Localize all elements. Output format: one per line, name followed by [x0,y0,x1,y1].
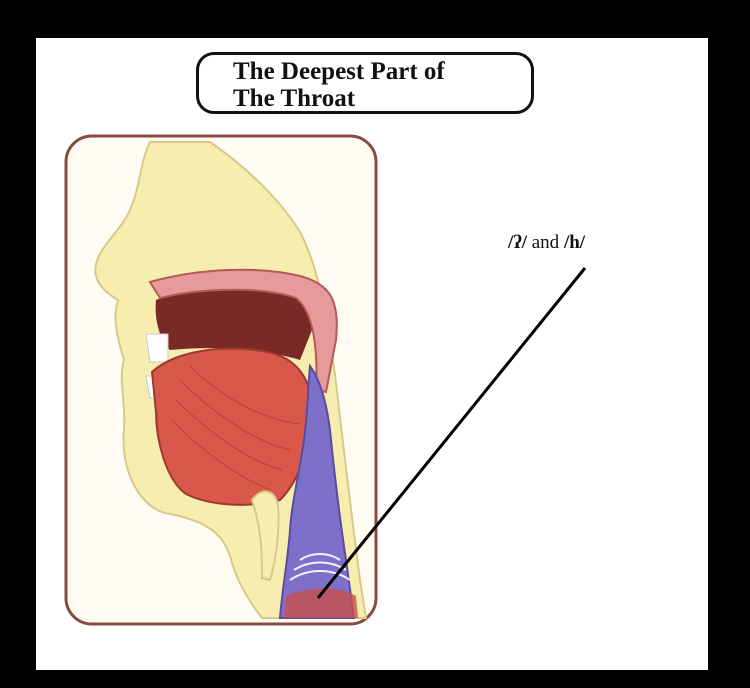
phoneme-glottal-stop: /ʔ/ [508,232,527,253]
upper-teeth [146,334,168,362]
phoneme-label: /ʔ/ and /h/ [508,232,585,254]
tongue [152,349,312,505]
label-connector: and [532,232,559,253]
phoneme-h: /h/ [564,232,585,253]
